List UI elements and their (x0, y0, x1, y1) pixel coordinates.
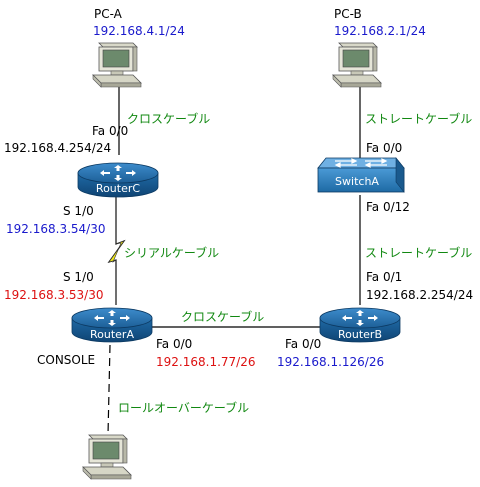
routerc-name: RouterC (96, 182, 140, 195)
pc-b-name: PC-B (334, 7, 362, 21)
cable-label-pcb-switch: ストレートケーブル (365, 111, 472, 126)
routera-s-ip: 192.168.3.53/30 (4, 288, 103, 302)
routerc-fa-ip: 192.168.4.254/24 (4, 141, 111, 155)
pc-a-ip: 192.168.4.1/24 (93, 24, 185, 38)
cable-rollover (107, 344, 111, 436)
routera-s-port: S 1/0 (63, 270, 94, 284)
routerb-name: RouterB (338, 328, 382, 341)
routera-fa-port: Fa 0/0 (156, 337, 192, 351)
switcha-name: SwitchA (335, 175, 379, 188)
routera-console-label: CONSOLE (37, 353, 95, 367)
routerb-fa1-ip: 192.168.2.254/24 (366, 288, 473, 302)
cable-serial (107, 195, 126, 305)
cable-label-pca-routerc: クロスケーブル (127, 111, 210, 126)
routerc-s-port: S 1/0 (63, 204, 94, 218)
switcha-port-top: Fa 0/0 (366, 141, 402, 155)
pc-a-icon (92, 42, 142, 88)
serial-lightning-icon (108, 240, 125, 263)
cable-label-switch-routerb: ストレートケーブル (365, 245, 472, 260)
pc-b-ip: 192.168.2.1/24 (334, 24, 426, 38)
routerc-fa-port: Fa 0/0 (92, 124, 128, 138)
routerb-fa1-port: Fa 0/1 (366, 270, 402, 284)
cable-label-routera-routerb: クロスケーブル (181, 309, 264, 324)
routera-name: RouterA (90, 328, 134, 341)
routerc-s-ip: 192.168.3.54/30 (6, 222, 105, 236)
pc-a-name: PC-A (94, 7, 123, 21)
routerb-fa0-ip: 192.168.1.126/26 (277, 355, 384, 369)
console-pc-icon (82, 434, 132, 480)
cable-label-serial: シリアルケーブル (124, 245, 219, 260)
routera-fa-ip: 192.168.1.77/26 (156, 355, 255, 369)
cable-label-rollover: ロールオーバーケーブル (118, 400, 249, 415)
switcha-icon (317, 157, 405, 193)
routerb-fa0-port: Fa 0/0 (285, 337, 321, 351)
pc-b-icon (332, 42, 382, 88)
switcha-port-bottom: Fa 0/12 (366, 200, 410, 214)
